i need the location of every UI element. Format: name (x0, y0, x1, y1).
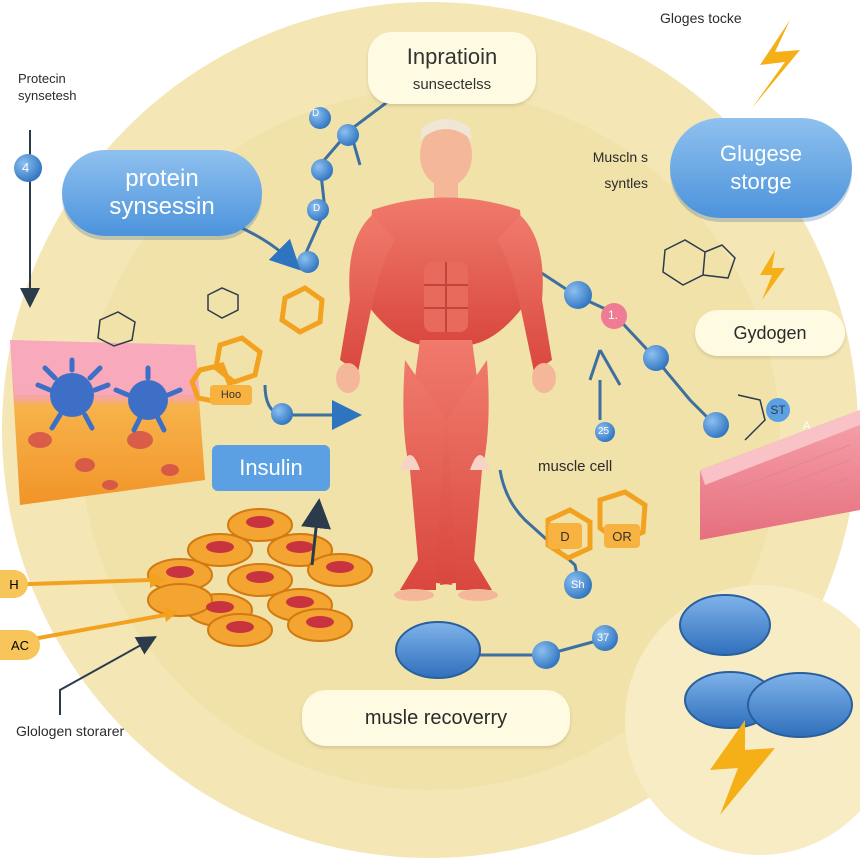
node (337, 124, 359, 146)
top-left-label: Protecin synsetesh (18, 71, 77, 103)
insulin-arrow (301, 498, 331, 566)
arrow-tag-ac: AC (0, 630, 40, 660)
bolt-icon (752, 20, 800, 108)
muscle-synthesis-label: Muscln s syntles (592, 149, 648, 191)
node (643, 345, 669, 371)
top-center-bubble: Inpratioin sunsectelss (368, 32, 536, 104)
top-right-label: Gloges tocke (660, 10, 742, 26)
tag-d-top: D (312, 108, 320, 119)
muscle-tissue-block (700, 410, 860, 540)
fat-cell-stack (147, 508, 373, 647)
orange-molecule-top (279, 285, 325, 335)
tag-st: ST (766, 398, 790, 422)
tag-hoo: Hoo (210, 385, 252, 405)
lower-chain (498, 469, 582, 591)
orange-arrow-head (163, 607, 178, 622)
tag-sh: Sh (571, 579, 585, 591)
tag-or: OR (604, 524, 640, 548)
node (532, 641, 560, 669)
tag-25: 25 (598, 426, 610, 437)
glucose-storage-bubble: Glugese storge (670, 118, 852, 218)
glycogen-capsules (395, 594, 853, 738)
orange-arrow-head (150, 572, 165, 588)
tag-d-bottom: D (313, 203, 321, 214)
tag-d-orange: D (548, 523, 582, 549)
receptor-molecule (35, 357, 183, 433)
arrow-tag-h: H (0, 570, 28, 598)
node (311, 159, 333, 181)
node (307, 199, 329, 221)
tag-a: A (803, 420, 811, 432)
node (592, 625, 618, 651)
node (297, 251, 319, 273)
insulin-label: Insulin (212, 445, 330, 491)
node (309, 107, 331, 129)
tag-1: 1. (608, 308, 619, 322)
bolt-icon (710, 720, 775, 815)
node (595, 422, 615, 442)
glycogen-bubble: Gydogen (695, 310, 845, 356)
protein-synthesis-bubble: protein synsessin (62, 150, 262, 236)
bottom-left-label: Glologen storarer (16, 723, 125, 739)
top-center-subtitle: sunsectelss (412, 75, 492, 93)
line-molecule (97, 239, 766, 441)
badge-circle (14, 154, 42, 182)
node (271, 403, 293, 425)
muscle-figure (336, 119, 556, 601)
node (564, 571, 592, 599)
tag-37: 37 (597, 632, 610, 644)
node (564, 281, 592, 309)
muscle-recovery-bubble: musle recoverry (302, 690, 570, 746)
cell-block (10, 340, 205, 505)
bolt-icon (760, 250, 785, 300)
bottom-left-pointer (59, 636, 157, 715)
muscle-cell-label: muscle cell (538, 458, 613, 475)
node (601, 303, 627, 329)
top-center-title: Inpratioin (406, 43, 498, 69)
node (703, 412, 729, 438)
badge-4: 4 (22, 160, 30, 175)
